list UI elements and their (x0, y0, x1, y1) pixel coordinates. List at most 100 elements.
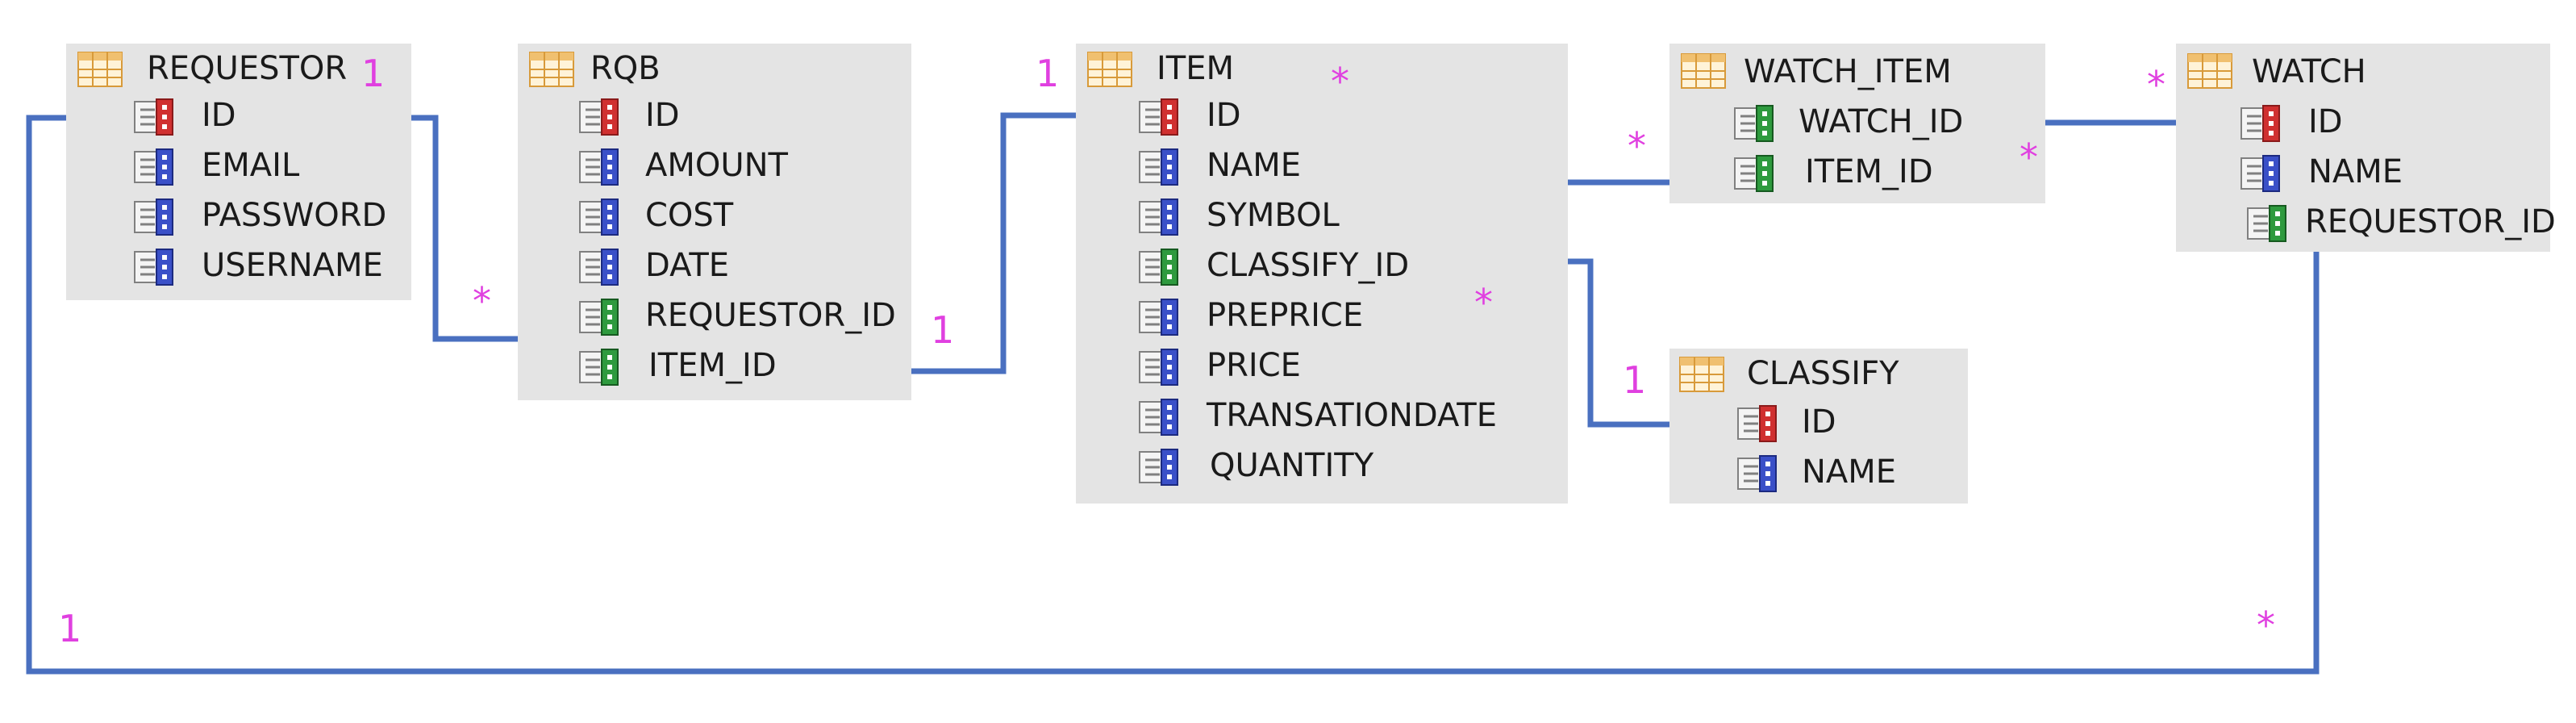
primary-key-field-icon (1737, 405, 1777, 442)
field-name: NAME (2308, 153, 2403, 190)
field-row[interactable]: NAME (2176, 148, 2550, 199)
field-name: ID (1802, 403, 1836, 441)
entity-requestor[interactable]: REQUESTOR ID (66, 44, 411, 300)
foreign-key-field-icon (1734, 105, 1774, 142)
field-name: DATE (645, 247, 730, 284)
field-row[interactable]: ID (1076, 92, 1568, 142)
table-icon (2187, 53, 2232, 89)
cardinality-label: * (2020, 136, 2038, 179)
attribute-field-icon (1139, 399, 1178, 436)
attribute-field-icon (2240, 155, 2280, 192)
attribute-field-icon (134, 249, 173, 286)
field-row[interactable]: PREPRICE (1076, 292, 1568, 342)
entity-header: WATCH_ITEM (1669, 44, 2045, 90)
field-row[interactable]: QUANTITY (1076, 442, 1568, 492)
entity-title: REQUESTOR (147, 50, 348, 87)
field-row[interactable]: ID (2176, 98, 2550, 148)
field-row[interactable]: USERNAME (66, 242, 411, 292)
field-name: CLASSIFY_ID (1207, 247, 1410, 284)
field-row[interactable]: DATE (518, 242, 911, 292)
field-name: PRICE (1207, 347, 1301, 384)
field-name: ITEM_ID (648, 347, 777, 384)
entity-title: RQB (590, 50, 661, 87)
cardinality-label: * (2147, 63, 2165, 107)
attribute-field-icon (1139, 449, 1178, 486)
table-icon (77, 52, 123, 87)
cardinality-label: 1 (361, 52, 386, 95)
field-row[interactable]: ID (518, 92, 911, 142)
field-row[interactable]: ID (1669, 399, 1968, 449)
attribute-field-icon (1139, 148, 1178, 186)
field-name: ITEM_ID (1805, 153, 1933, 190)
foreign-key-field-icon (2247, 205, 2286, 242)
field-name: AMOUNT (645, 147, 788, 184)
foreign-key-field-icon (1139, 249, 1178, 286)
entity-header: ITEM (1076, 44, 1568, 90)
field-row[interactable]: TRANSATIONDATE (1076, 392, 1568, 442)
field-name: WATCH_ID (1799, 103, 1964, 140)
attribute-field-icon (134, 148, 173, 186)
table-icon (529, 52, 574, 87)
entity-watch-item[interactable]: WATCH_ITEM WATCH_ID (1669, 44, 2045, 203)
table-icon (1681, 53, 1726, 89)
foreign-key-field-icon (579, 349, 619, 386)
field-name: NAME (1802, 453, 1897, 491)
field-name: NAME (1207, 147, 1302, 184)
attribute-field-icon (579, 148, 619, 186)
field-name: REQUESTOR_ID (2305, 203, 2556, 240)
field-row[interactable]: PRICE (1076, 342, 1568, 392)
attribute-field-icon (579, 249, 619, 286)
entity-classify[interactable]: CLASSIFY ID (1669, 349, 1968, 504)
entity-header: CLASSIFY (1669, 349, 1968, 395)
field-name: PREPRICE (1207, 297, 1364, 334)
entity-header: WATCH (2176, 44, 2550, 90)
field-row[interactable]: PASSWORD (66, 192, 411, 242)
field-row[interactable]: NAME (1076, 142, 1568, 192)
field-name: EMAIL (202, 147, 300, 184)
field-row[interactable]: ID (66, 92, 411, 142)
field-row[interactable]: CLASSIFY_ID (1076, 242, 1568, 292)
field-row[interactable]: ITEM_ID (1669, 148, 2045, 199)
primary-key-field-icon (579, 98, 619, 136)
table-icon (1087, 52, 1132, 87)
field-row[interactable]: COST (518, 192, 911, 242)
primary-key-field-icon (2240, 105, 2280, 142)
field-row[interactable]: EMAIL (66, 142, 411, 192)
cardinality-label: * (473, 279, 491, 323)
primary-key-field-icon (1139, 98, 1178, 136)
field-name: COST (645, 197, 734, 234)
cardinality-label: 1 (58, 607, 82, 650)
cardinality-label: 1 (931, 308, 955, 352)
field-row[interactable]: REQUESTOR_ID (518, 292, 911, 342)
field-row[interactable]: NAME (1669, 449, 1968, 499)
entity-title: CLASSIFY (1747, 355, 1899, 392)
foreign-key-field-icon (579, 299, 619, 336)
field-name: ID (645, 97, 680, 134)
attribute-field-icon (1737, 455, 1777, 492)
field-row[interactable]: WATCH_ID (1669, 98, 2045, 148)
field-row[interactable]: SYMBOL (1076, 192, 1568, 242)
entity-header: RQB (518, 44, 911, 90)
cardinality-label: * (1628, 124, 1646, 168)
field-row[interactable]: ITEM_ID (518, 342, 911, 392)
field-name: ID (1207, 97, 1241, 134)
field-name: PASSWORD (202, 197, 387, 234)
entity-title: WATCH (2252, 53, 2366, 90)
attribute-field-icon (134, 199, 173, 236)
field-name: ID (202, 97, 236, 134)
entity-item[interactable]: ITEM ID (1076, 44, 1568, 504)
field-name: ID (2308, 103, 2343, 140)
entity-rqb[interactable]: RQB ID (518, 44, 911, 400)
cardinality-label: * (1331, 60, 1349, 103)
table-icon (1679, 357, 1724, 392)
entity-title: ITEM (1157, 50, 1235, 87)
cardinality-label: * (2257, 604, 2275, 647)
field-row[interactable]: AMOUNT (518, 142, 911, 192)
entity-watch[interactable]: WATCH ID (2176, 44, 2556, 252)
attribute-field-icon (1139, 199, 1178, 236)
field-name: USERNAME (202, 247, 383, 284)
cardinality-label: 1 (1623, 358, 1647, 402)
field-row[interactable]: REQUESTOR_ID (2176, 199, 2556, 249)
entity-title: WATCH_ITEM (1744, 53, 1952, 90)
